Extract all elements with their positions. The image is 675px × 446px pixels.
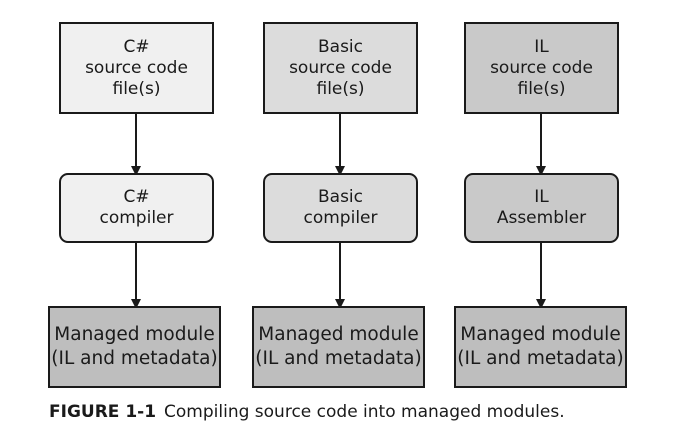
basic-compiler-line-2: compiler [303, 208, 378, 228]
il-source-line-2: source code [490, 57, 593, 78]
basic-module-line-2: (IL and metadata) [255, 348, 422, 369]
figure-number: FIGURE 1-1 [49, 402, 157, 422]
csharp-managed-module-box: Managed module (IL and metadata) [48, 306, 221, 388]
il-assembler-box: IL Assembler [464, 173, 619, 243]
basic-source-files-box: Basic source code file(s) [263, 22, 418, 114]
csharp-compiler-box: C# compiler [59, 173, 214, 243]
il-source-line-1: IL [534, 36, 549, 57]
basic-module-line-1: Managed module [258, 324, 419, 345]
basic-source-line-1: Basic [317, 36, 363, 57]
figure-caption-text: Compiling source code into managed modul… [164, 402, 565, 422]
basic-compiler-box: Basic compiler [263, 173, 418, 243]
csharp-module-line-2: (IL and metadata) [51, 348, 218, 369]
il-module-line-2: (IL and metadata) [457, 348, 624, 369]
csharp-compiler-line-2: compiler [99, 208, 174, 228]
csharp-compiler-line-1: C# [123, 187, 150, 207]
il-source-files-box: IL source code file(s) [464, 22, 619, 114]
basic-source-line-2: source code [289, 57, 392, 78]
csharp-source-line-1: C# [123, 36, 150, 57]
il-source-line-3: file(s) [517, 78, 566, 99]
figure-caption: FIGURE 1-1 Compiling source code into man… [49, 402, 565, 422]
basic-compiler-line-1: Basic [317, 187, 363, 207]
basic-managed-module-box: Managed module (IL and metadata) [252, 306, 425, 388]
csharp-module-line-1: Managed module [54, 324, 215, 345]
basic-source-line-3: file(s) [316, 78, 365, 99]
csharp-source-line-2: source code [85, 57, 188, 78]
csharp-source-line-3: file(s) [112, 78, 161, 99]
csharp-source-files-box: C# source code file(s) [59, 22, 214, 114]
il-assembler-line-1: IL [534, 187, 549, 207]
il-module-line-1: Managed module [460, 324, 621, 345]
il-managed-module-box: Managed module (IL and metadata) [454, 306, 627, 388]
il-assembler-line-2: Assembler [496, 208, 587, 228]
